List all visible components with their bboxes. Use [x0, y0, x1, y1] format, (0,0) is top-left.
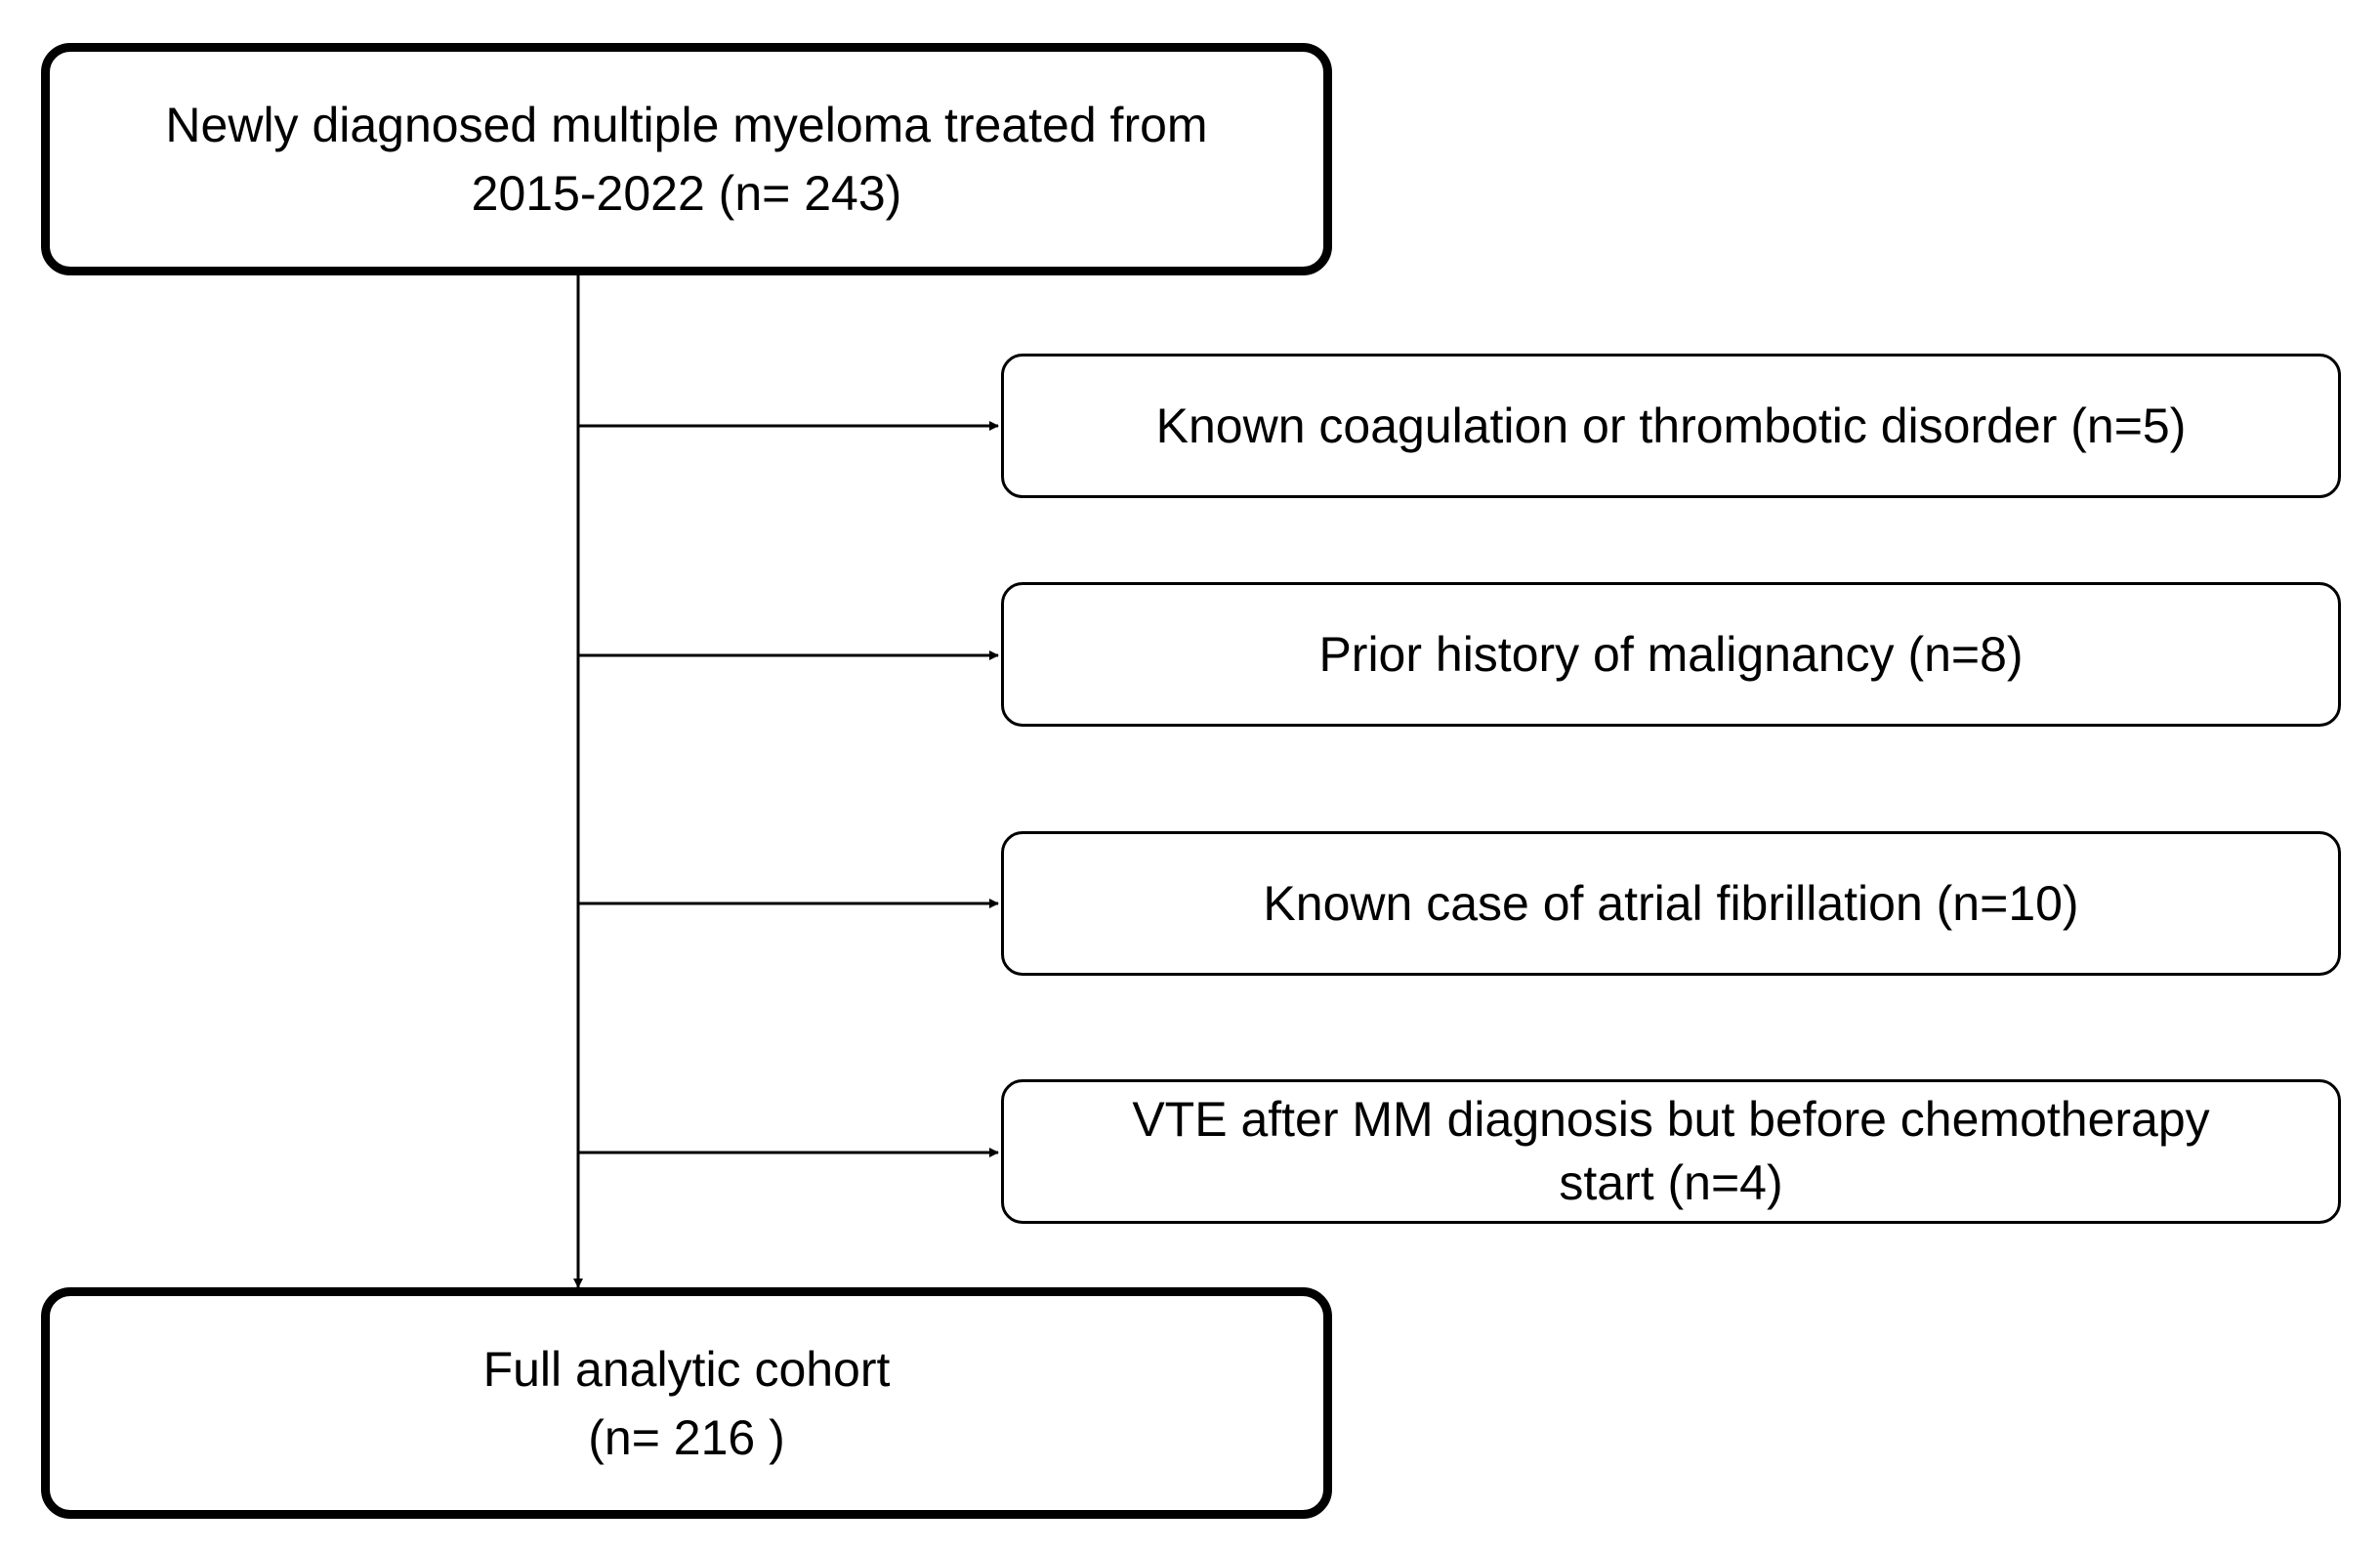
bottom-box-line-2: (n= 216 ) — [588, 1409, 785, 1465]
bottom-box-text: Full analytic cohort (n= 216 ) — [483, 1335, 891, 1472]
bottom-box-line-1: Full analytic cohort — [482, 1341, 891, 1397]
exclusion-box-3-line-1: Known case of atrial fibrillation (n=10) — [1263, 876, 2079, 931]
exclusion-box-4-line-2: start (n=4) — [1559, 1155, 1783, 1210]
bottom-box-analytic-cohort: Full analytic cohort (n= 216 ) — [41, 1287, 1332, 1519]
exclusion-box-coagulation-disorder: Known coagulation or thrombotic disorder… — [1001, 354, 2341, 498]
top-box-line-1: Newly diagnosed multiple myeloma treated… — [165, 98, 1208, 152]
exclusion-box-vte-before-chemotherapy: VTE after MM diagnosis but before chemot… — [1001, 1079, 2341, 1224]
exclusion-box-4-line-1: VTE after MM diagnosis but before chemot… — [1132, 1092, 2210, 1147]
exclusion-box-1-text: Known coagulation or thrombotic disorder… — [1156, 392, 2187, 460]
top-box-cohort-initial: Newly diagnosed multiple myeloma treated… — [41, 43, 1332, 275]
top-box-line-2: 2015-2022 (n= 243) — [471, 166, 902, 221]
exclusion-box-3-text: Known case of atrial fibrillation (n=10) — [1263, 869, 2078, 938]
exclusion-box-2-text: Prior history of malignancy (n=8) — [1318, 620, 2023, 689]
exclusion-box-1-line-1: Known coagulation or thrombotic disorder… — [1155, 398, 2187, 453]
exclusion-box-2-line-1: Prior history of malignancy (n=8) — [1318, 627, 2024, 682]
exclusion-box-atrial-fibrillation: Known case of atrial fibrillation (n=10) — [1001, 831, 2341, 976]
exclusion-box-prior-malignancy: Prior history of malignancy (n=8) — [1001, 582, 2341, 727]
exclusion-box-4-text: VTE after MM diagnosis but before chemot… — [1132, 1088, 2209, 1215]
top-box-text: Newly diagnosed multiple myeloma treated… — [165, 91, 1207, 228]
